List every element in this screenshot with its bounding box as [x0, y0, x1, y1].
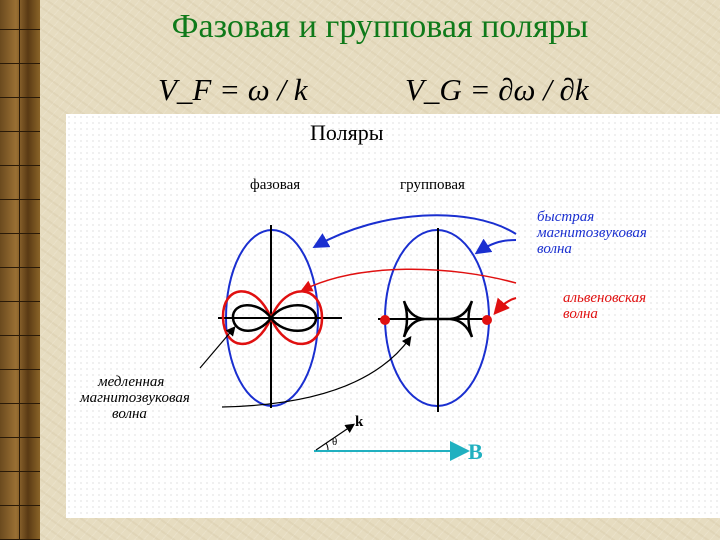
group-polar-label: групповая: [400, 177, 465, 193]
slow-wave-label: медленная магнитозвуковая волна: [80, 374, 190, 422]
alfven-point-right: [482, 315, 492, 325]
alfven-point-left: [380, 315, 390, 325]
alfven-arrow-group: [493, 297, 517, 316]
slow-wave-arrow-phase: [199, 326, 236, 369]
alfven-arrow-phase: [300, 268, 517, 292]
fast-wave-arrow-phase: [312, 214, 517, 248]
group-slow-cusp: [402, 300, 474, 338]
slide-title: Фазовая и групповая поляры: [171, 8, 589, 45]
fast-wave-line: быстрая: [537, 209, 595, 225]
slow-wave-line: магнитозвуковая: [80, 390, 190, 406]
k-label: k: [355, 414, 364, 430]
fast-wave-line: волна: [537, 241, 572, 257]
fast-wave-label: быстрая магнитозвуковая волна: [537, 209, 647, 257]
theta-arc: [325, 442, 329, 451]
slow-wave-arrow-group: [221, 336, 412, 408]
theta-label: θ: [332, 436, 338, 448]
alfven-wave-line: волна: [563, 306, 598, 322]
fast-wave-line: магнитозвуковая: [537, 225, 647, 241]
slow-wave-line: медленная: [98, 374, 165, 390]
group-velocity-formula: V_G = ∂ω / ∂k: [405, 72, 589, 107]
alfven-wave-label: альвеновская волна: [563, 290, 646, 322]
decorative-left-strip: [0, 0, 40, 540]
k-vector-arrow: [315, 423, 355, 451]
b-label: B: [468, 439, 483, 464]
phase-polar-label: фазовая: [250, 177, 301, 193]
slow-wave-line: волна: [112, 406, 147, 422]
phase-velocity-formula: V_F = ω / k: [158, 72, 308, 107]
alfven-wave-line: альвеновская: [563, 290, 647, 306]
diagram-heading: Поляры: [310, 120, 384, 145]
fast-wave-arrow-group: [474, 238, 517, 255]
phase-slow-curve: [231, 304, 318, 332]
